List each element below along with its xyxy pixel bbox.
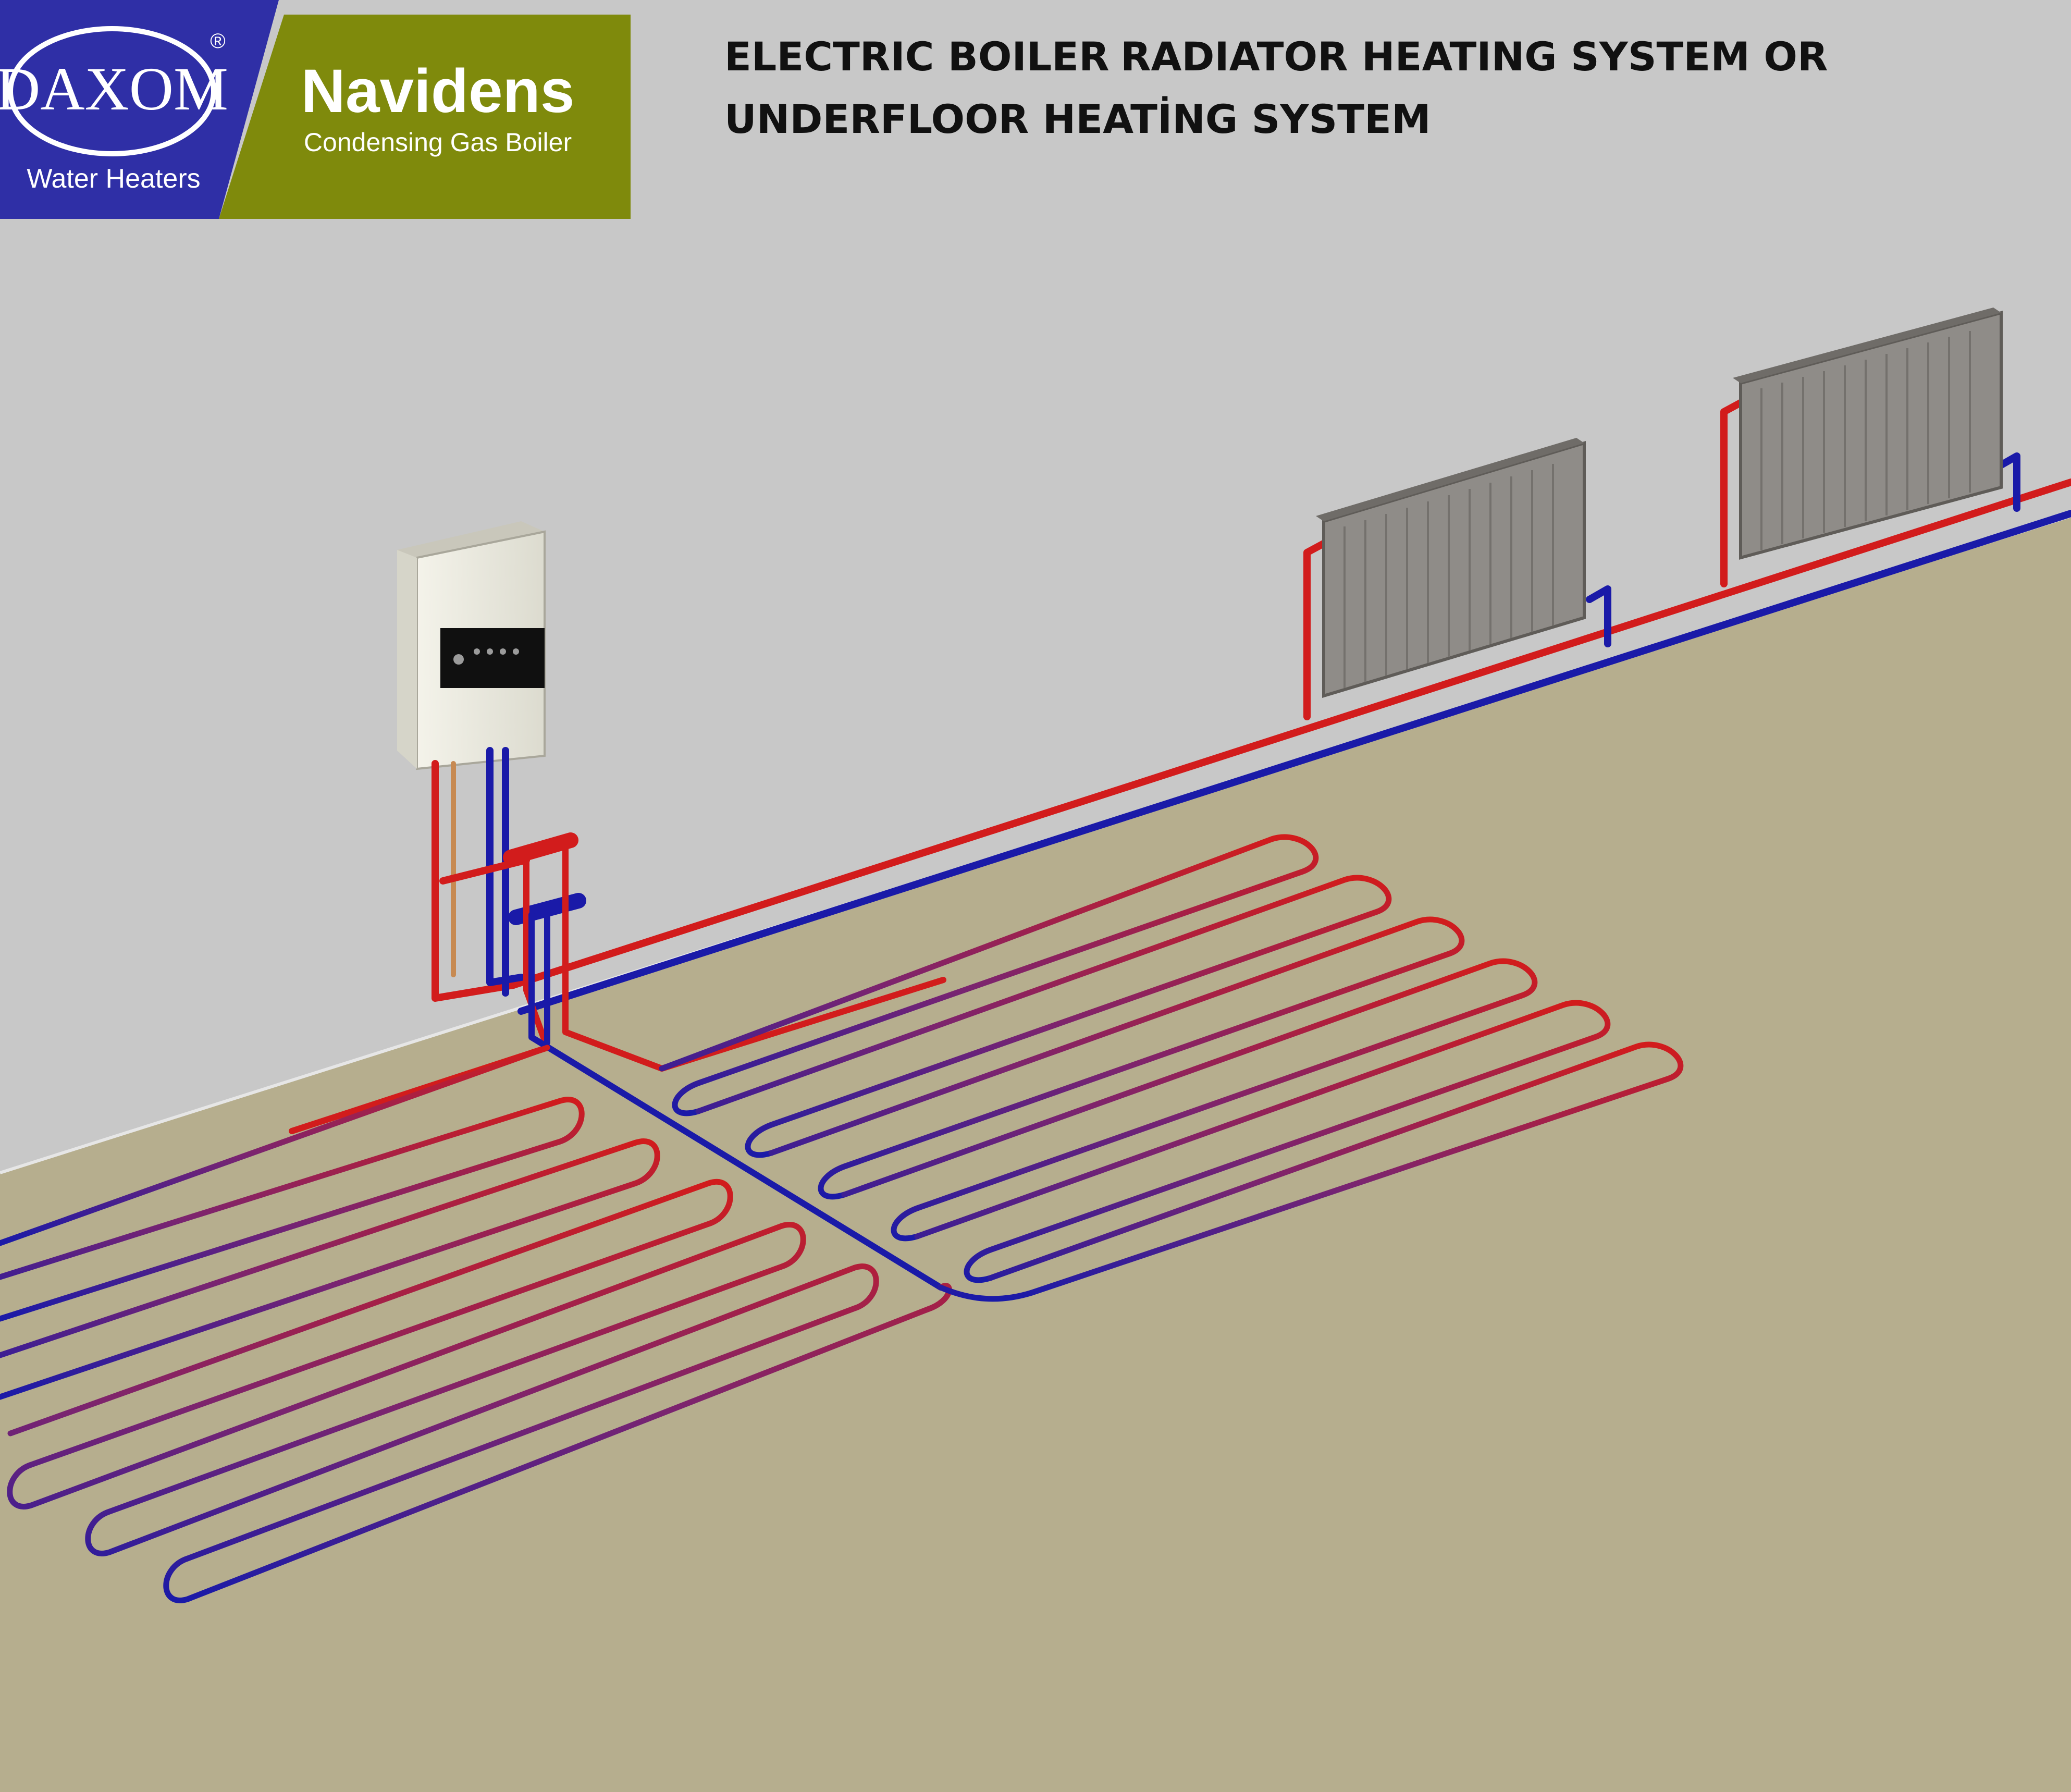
wall-pipes xyxy=(510,398,2071,1015)
daxom-logo: DAXOM ® Water Heaters xyxy=(0,0,279,219)
navidens-subtitle: Condensing Gas Boiler xyxy=(304,128,572,157)
daxom-registered-mark: ® xyxy=(210,30,225,53)
navidens-brand: Navidens xyxy=(301,57,575,126)
radiator-1 xyxy=(1316,438,1586,698)
return-main-pipe xyxy=(517,510,2071,1015)
radiator-2-return-riser xyxy=(1995,452,2020,512)
electric-boiler xyxy=(397,521,546,770)
radiator-1-supply-riser xyxy=(1303,538,1330,720)
boiler-supply-down xyxy=(432,760,517,1002)
radiator-2 xyxy=(1733,308,2003,560)
underfloor-zone-right xyxy=(659,834,1684,1302)
daxom-brand: DAXOM xyxy=(0,55,228,123)
title-electric-boiler: ELECTRIC BOILER xyxy=(724,33,1110,80)
title-radiator-system: RADIATOR HEATING SYSTEM OR xyxy=(1120,33,1828,80)
boiler-pipes xyxy=(289,747,946,1291)
daxom-subtitle: Water Heaters xyxy=(27,164,200,194)
navidens-logo: Navidens Condensing Gas Boiler xyxy=(219,15,631,219)
title-underfloor-system: UNDERFLOOR HEATİNG SYSTEM xyxy=(724,95,1431,142)
underfloor-zone-left xyxy=(0,1045,952,1603)
page-title: ELECTRIC BOILER RADIATOR HEATING SYSTEM … xyxy=(724,33,1828,142)
supply-main-pipe xyxy=(510,478,2071,989)
radiator-2-supply-riser xyxy=(1720,398,1747,587)
boiler-return-down xyxy=(486,747,525,986)
radiator-1-return-riser xyxy=(1586,585,1611,647)
floor xyxy=(0,516,2071,1792)
supply-manifold xyxy=(503,832,578,865)
